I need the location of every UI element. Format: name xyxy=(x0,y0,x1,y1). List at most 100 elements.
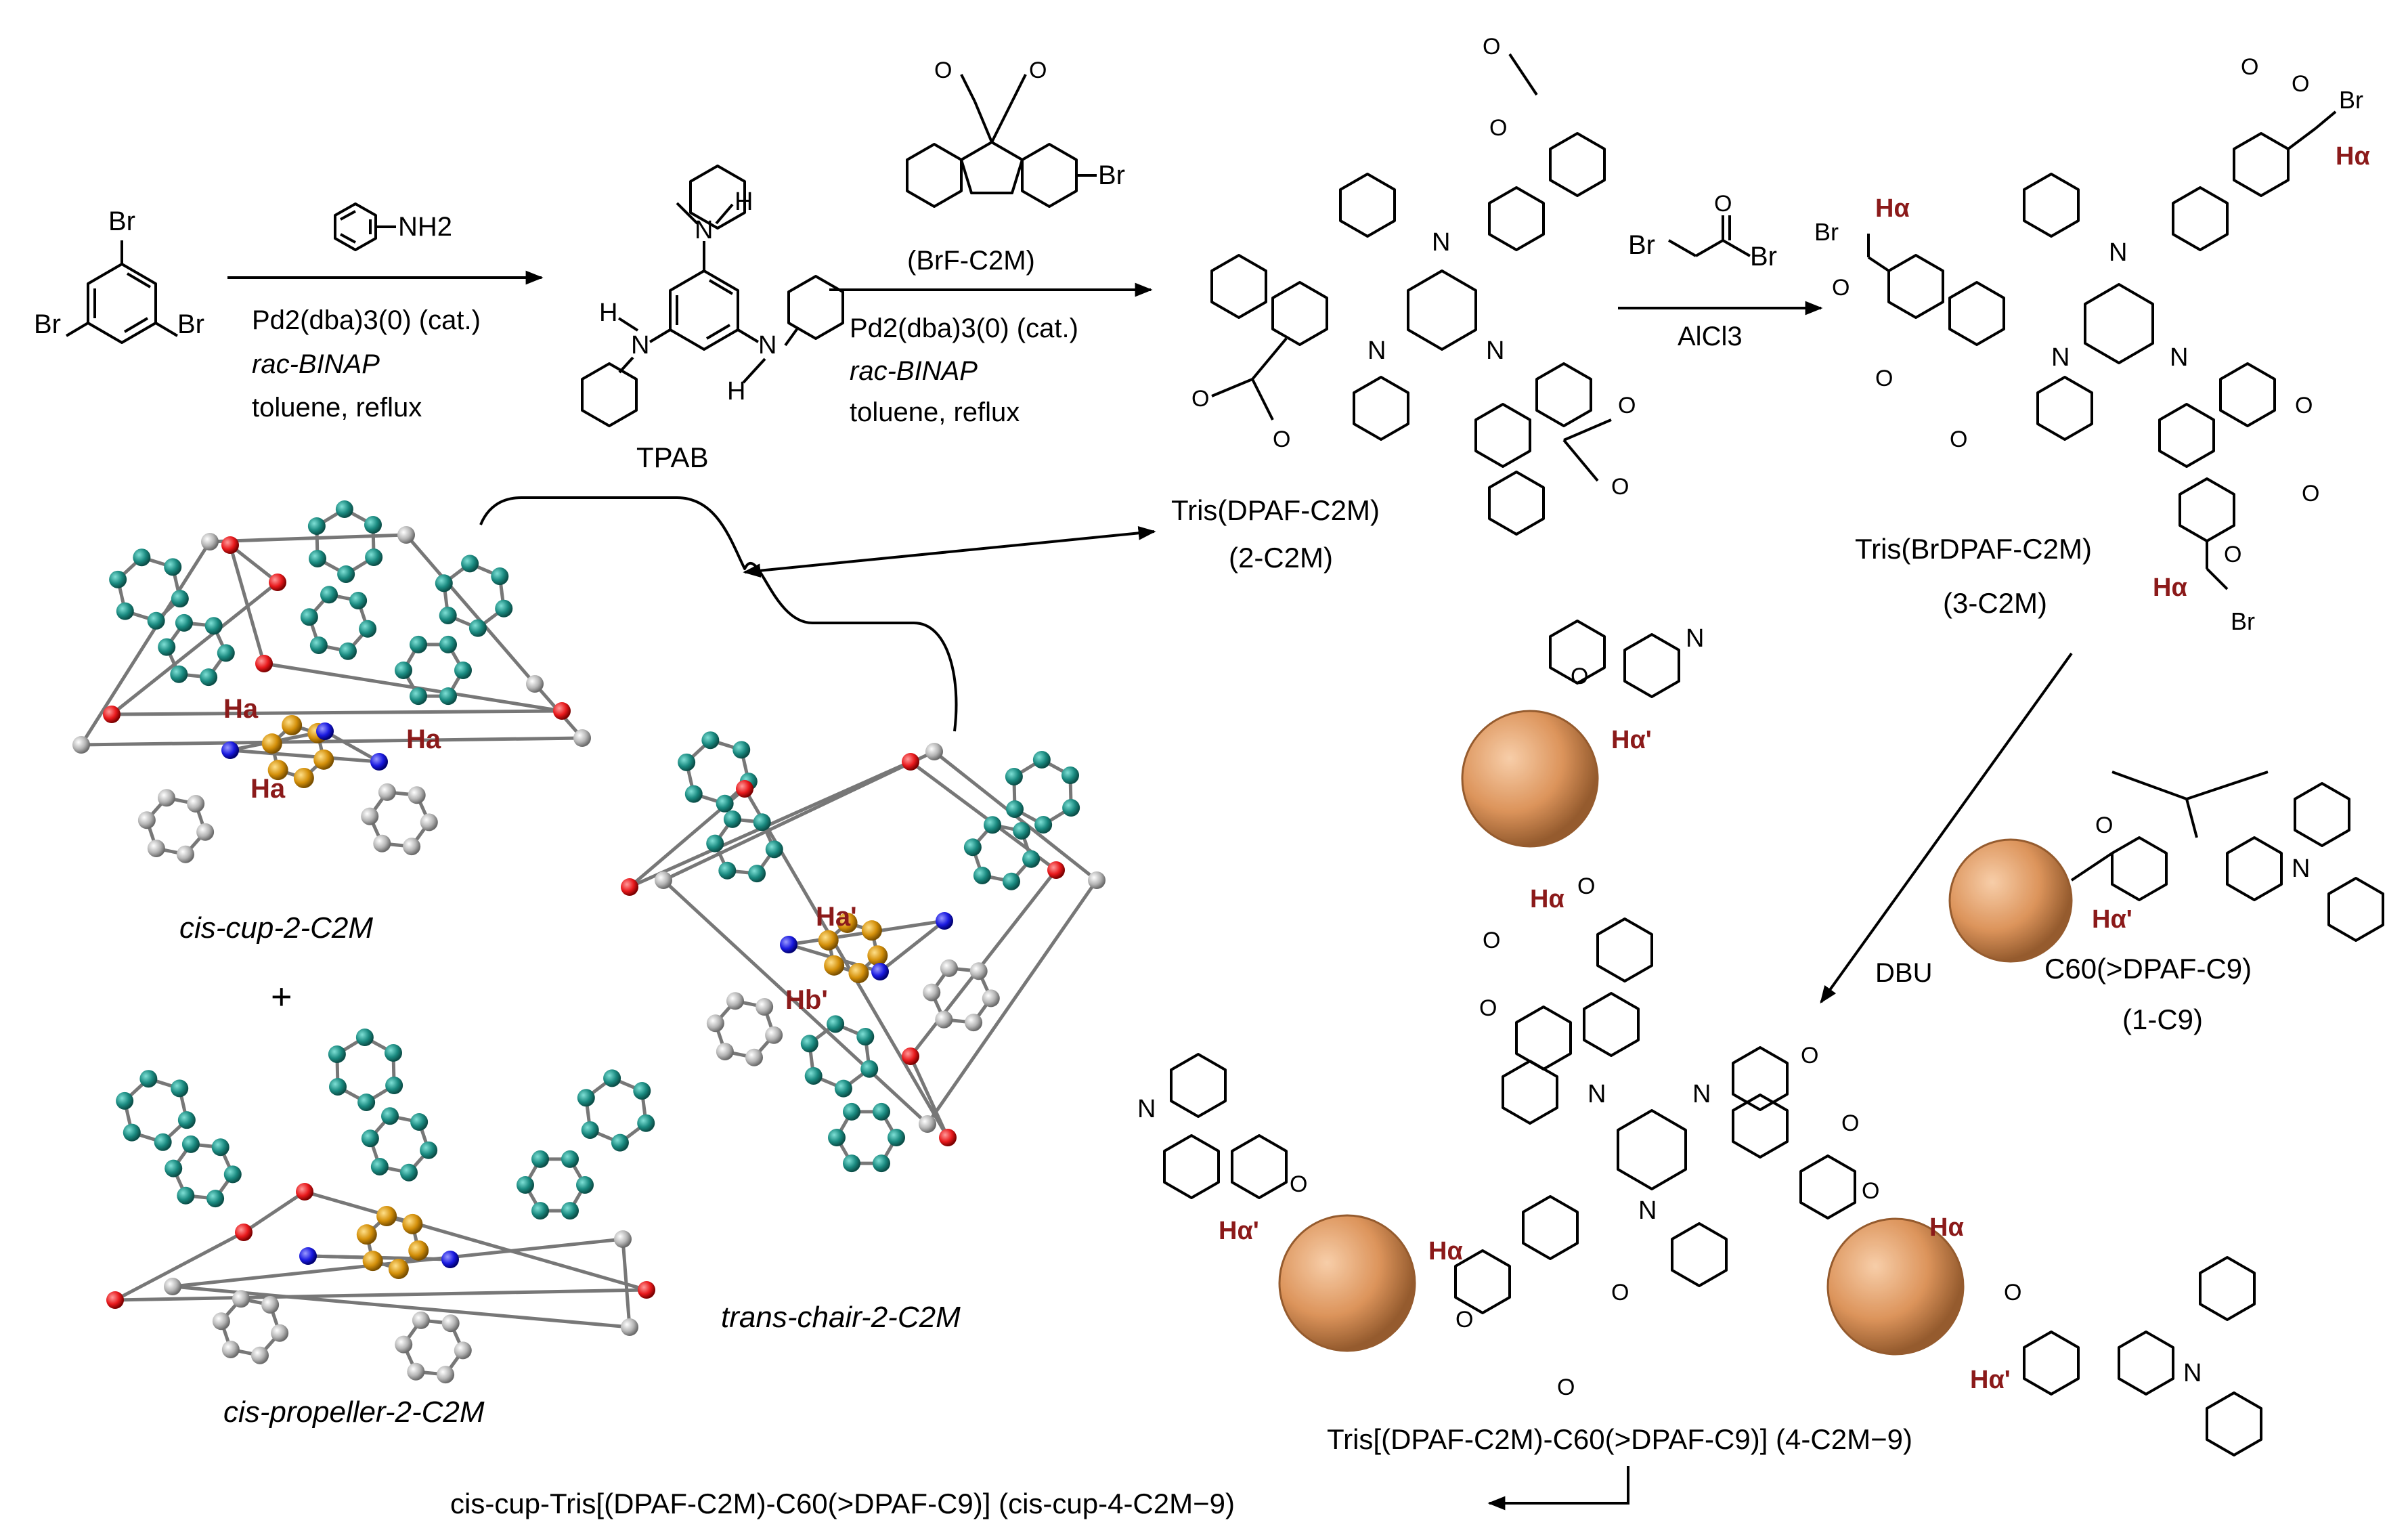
hydrogen-atom-ball xyxy=(940,959,958,977)
bond-stick xyxy=(324,729,380,764)
hydrogen-atom-ball xyxy=(407,1362,425,1381)
hydrogen-atom-ball xyxy=(965,1014,983,1032)
hydrogen-atom-ball xyxy=(982,989,1000,1008)
atom-o: O xyxy=(2302,481,2319,506)
hydrogen-atom-ball xyxy=(925,743,943,760)
fullerene-ball xyxy=(1461,710,1599,848)
carbon-atom-ball xyxy=(171,1079,189,1098)
carbon-atom-ball xyxy=(175,613,193,632)
hydrogen-atom-ball xyxy=(716,1042,734,1060)
atom-o: O xyxy=(1483,928,1500,953)
fullerene-ball xyxy=(1948,838,2073,963)
bond-stick xyxy=(229,544,279,584)
carbon-atom-ball xyxy=(181,1135,200,1153)
compound-3-structure: N N N O Br Hα O Br Hα O Br Hα O O O O O … xyxy=(1814,54,2370,635)
hydrogen-atom-ball xyxy=(201,533,219,550)
hydrogen-atom-ball xyxy=(221,1340,240,1358)
carbon-atom-ball xyxy=(748,865,766,883)
carbon-atom-ball xyxy=(1034,815,1053,834)
carbon-atom-ball xyxy=(723,810,741,828)
carbon-atom-ball xyxy=(349,592,368,610)
carbon-atom-ball xyxy=(399,1163,418,1182)
oxygen-atom-ball xyxy=(638,1281,655,1299)
core-atom-ball xyxy=(388,1259,409,1280)
core-atom-ball xyxy=(362,1251,383,1272)
carbon-atom-ball xyxy=(495,599,513,618)
carbon-atom-ball xyxy=(410,1113,429,1131)
step1-ligand: rac-BINAP xyxy=(252,349,380,379)
atom-o: O xyxy=(2004,1280,2021,1305)
oxygen-atom-ball xyxy=(621,878,638,896)
tribromobenzene: Br Br Br xyxy=(34,207,204,344)
bond-stick xyxy=(925,879,1099,1125)
atom-o: O xyxy=(1191,386,1209,412)
carbon-atom-ball xyxy=(531,1202,549,1220)
ha-label: Ha xyxy=(250,774,286,804)
carbon-atom-ball xyxy=(328,1045,346,1063)
atom-n: N xyxy=(1638,1196,1657,1225)
atom-n: N xyxy=(1686,624,1704,653)
carbon-atom-ball xyxy=(435,574,453,592)
compound-1-structure: O N Hα' C60(>DPAF-C9) (1-C9) xyxy=(1948,771,2384,1035)
hydrogen-atom-ball xyxy=(187,795,205,813)
atom-br-reagent: Br xyxy=(1098,160,1125,190)
carbon-atom-ball xyxy=(158,638,176,656)
tpab-label: TPAB xyxy=(636,441,709,473)
carbon-atom-ball xyxy=(116,1091,134,1110)
carbon-atom-ball xyxy=(860,1060,879,1078)
carbon-atom-ball xyxy=(204,617,223,635)
atom-br: Br xyxy=(1814,218,1839,246)
h-alpha-label: Hα xyxy=(1428,1237,1463,1266)
nitrogen-atom-ball xyxy=(299,1247,317,1265)
reaction-arrow-4: DBU xyxy=(1820,652,2073,1004)
reaction-arrow-2: O O Br (BrF-C2M) Pd2(dba)3(0) (cat.) rac… xyxy=(829,58,1153,427)
ha-prime-label: Ha' xyxy=(816,902,857,932)
hydrogen-atom-ball xyxy=(250,1346,269,1364)
core-atom-ball xyxy=(261,733,282,754)
carbon-atom-ball xyxy=(753,813,771,831)
hydrogen-atom-ball xyxy=(403,838,421,856)
atom-o: O xyxy=(1571,664,1588,689)
tpab-structure: N H N H N H TPAB xyxy=(581,165,844,473)
carbon-atom-ball xyxy=(361,1129,379,1148)
atom-o: O xyxy=(1862,1178,1879,1204)
carbon-atom-ball xyxy=(1061,766,1079,785)
carbon-atom-ball xyxy=(177,1111,196,1129)
hydrogen-atom-ball xyxy=(164,1278,181,1295)
carbon-atom-ball xyxy=(577,1089,595,1107)
bond-stick xyxy=(172,1284,630,1329)
atom-br: Br xyxy=(2231,607,2255,635)
atom-o: O xyxy=(1950,427,1967,452)
hydrogen-atom-ball xyxy=(923,983,941,1001)
step2-catalyst: Pd2(dba)3(0) (cat.) xyxy=(850,314,1078,343)
nitrogen-atom-ball xyxy=(316,722,334,740)
carbon-atom-ball xyxy=(827,1015,845,1033)
atom-o: O xyxy=(1029,58,1047,83)
carbon-atom-ball xyxy=(439,687,457,706)
hydrogen-atom-ball xyxy=(397,526,415,544)
carbon-atom-ball xyxy=(364,516,382,534)
carbon-atom-ball xyxy=(200,668,218,687)
h-alpha-prime-label: Hα' xyxy=(1970,1366,2011,1394)
core-atom-ball xyxy=(313,749,334,770)
core-atom-ball xyxy=(867,945,888,966)
atom-n: N xyxy=(1588,1080,1606,1108)
hydrogen-atom-ball xyxy=(969,962,988,980)
final-arrow: cis-cup-Tris[(DPAF-C2M)-C60(>DPAF-C9)] (… xyxy=(450,1466,1629,1519)
carbon-atom-ball xyxy=(147,611,165,630)
bond-stick xyxy=(114,1230,245,1302)
core-atom-ball xyxy=(408,1240,429,1261)
carbon-atom-ball xyxy=(177,1186,195,1205)
carbon-atom-ball xyxy=(206,1190,225,1208)
atom-o: O xyxy=(1455,1307,1473,1333)
step1-solvent: toluene, reflux xyxy=(252,393,422,423)
carbon-atom-ball xyxy=(963,838,982,857)
carbon-atom-ball xyxy=(800,1035,818,1053)
bond-stick xyxy=(111,709,563,716)
compound-3-name: Tris(BrDPAF-C2M) xyxy=(1855,533,2092,565)
compound-4-name: Tris[(DPAF-C2M)-C60(>DPAF-C9)] (4-C2M−9) xyxy=(1327,1423,1912,1455)
atom-o: O xyxy=(1611,1280,1629,1305)
h-alpha-prime-label: Hα' xyxy=(1219,1217,1259,1245)
bond-stick xyxy=(304,1190,647,1292)
carbon-atom-ball xyxy=(384,1044,402,1062)
